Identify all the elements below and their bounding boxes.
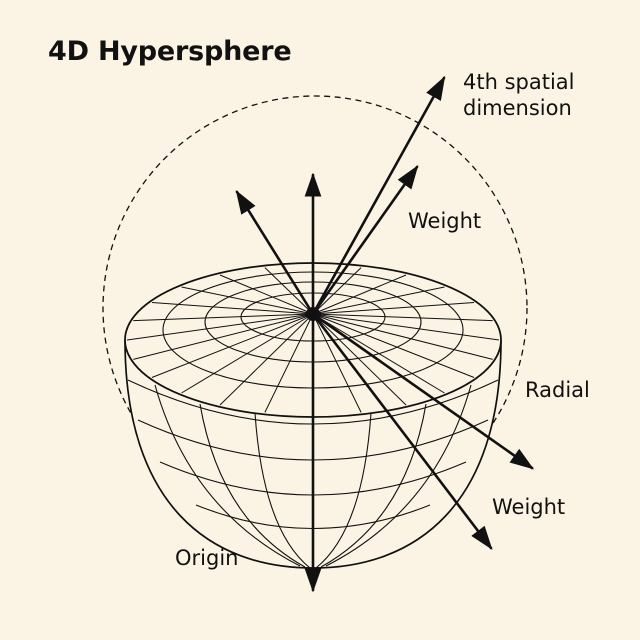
disk-spoke (312, 274, 407, 315)
disk-spoke (264, 313, 314, 413)
disk-spoke (264, 267, 314, 315)
label-weight-lower: Weight (492, 495, 566, 519)
label-fourth-dimension-line1: 4th spatial (463, 70, 575, 94)
label-radial: Radial (525, 378, 590, 402)
disk-spoke (133, 313, 314, 360)
disk-spoke (133, 313, 314, 322)
label-origin: Origin (175, 546, 239, 570)
disk-spoke (312, 313, 445, 394)
disk-spoke (312, 313, 475, 378)
disk-spoke (312, 313, 493, 360)
arrow-fourth-dimension (311, 75, 446, 316)
arrow-upper-left (235, 189, 315, 316)
disk-spoke (312, 313, 407, 406)
disk-spoke (312, 313, 500, 341)
label-fourth-dimension: 4th spatial dimension (463, 70, 575, 121)
disk-spoke (219, 313, 314, 406)
arrow-radial (311, 312, 534, 470)
disk-spoke (312, 313, 493, 322)
disk-spoke (126, 313, 314, 341)
disk-spoke (312, 302, 475, 315)
label-weight-upper: Weight (408, 209, 482, 233)
arrow-weight-lower (311, 312, 493, 550)
disk-spoke (181, 313, 314, 394)
label-fourth-dimension-line2: dimension (463, 95, 572, 120)
disk-spoke (181, 286, 314, 315)
arrow-weight-upper (311, 165, 419, 316)
disk-spoke (151, 313, 314, 378)
disk-spoke (312, 313, 362, 413)
disk-spoke (151, 302, 314, 315)
disk-spoke (312, 267, 362, 315)
disk-spokes (126, 265, 500, 415)
disk-spoke (312, 286, 445, 315)
diagram-title: 4D Hypersphere (48, 36, 292, 67)
disk-spoke (219, 274, 314, 315)
outer-hypersphere-dashed-circle (102, 95, 528, 521)
vector-arrows (235, 75, 534, 593)
